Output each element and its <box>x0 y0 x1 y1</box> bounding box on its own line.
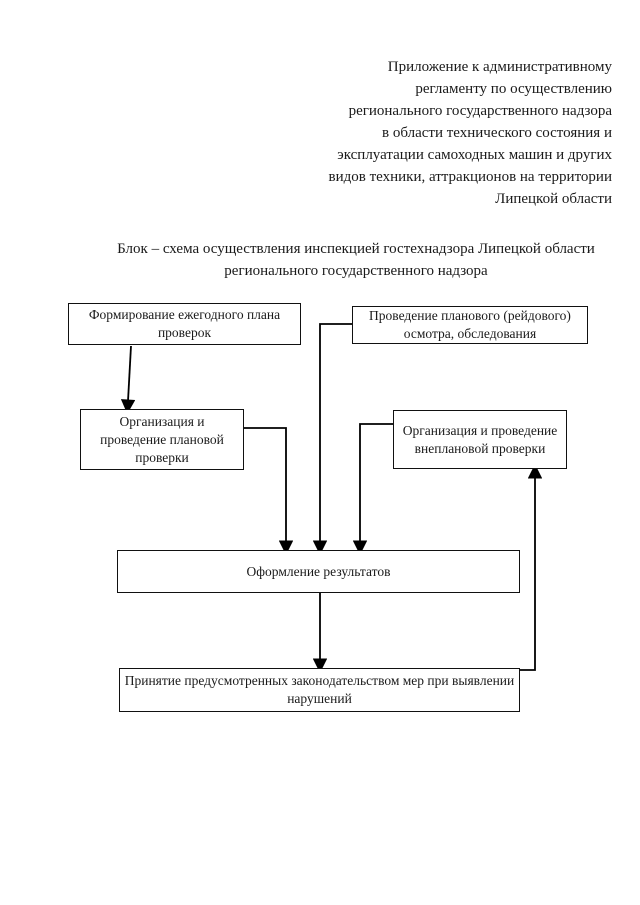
flowchart-box-planned-check: Организация и проведение плановой провер… <box>80 409 244 470</box>
diagram-title: Блок – схема осуществления инспекцией го… <box>117 241 595 279</box>
appendix-note: Приложение к административному регламент… <box>328 59 612 207</box>
arrow-annual-plan-to-planned-check <box>120 345 136 414</box>
flowchart-box-annual-plan: Формирование ежегодного плана проверок <box>68 303 301 345</box>
flowchart-box-measures: Принятие предусмотренных законодательств… <box>119 668 520 712</box>
flowchart-box-results: Оформление результатов <box>117 550 520 593</box>
arrow-planned-check-to-results <box>244 427 294 555</box>
flowchart-box-unplanned-check: Организация и проведение внеплановой про… <box>393 410 567 469</box>
arrow-raid-inspection-to-results <box>312 323 352 555</box>
flowchart-box-raid-inspection: Проведение планового (рейдового) осмотра… <box>352 306 588 344</box>
arrow-measures-to-unplanned-check <box>520 464 543 671</box>
arrow-unplanned-check-to-results <box>352 423 393 555</box>
